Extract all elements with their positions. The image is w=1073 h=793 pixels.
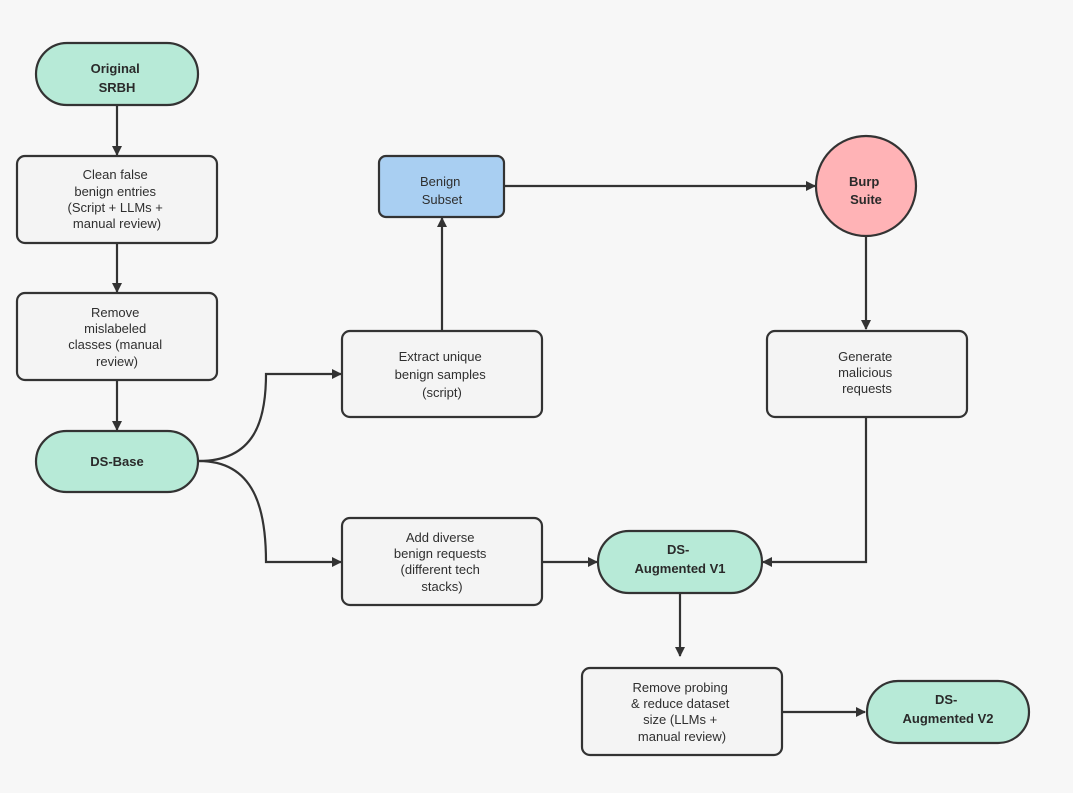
- node-ds-augmented-v1: DS- Augmented V1: [596, 529, 764, 595]
- node-remove-mislabeled-label-line-4: review): [96, 354, 138, 369]
- node-ds-augmented-v1-shape: [596, 529, 764, 595]
- node-benign-subset-label-line-2: Subset: [422, 192, 463, 207]
- node-original-srbh-label-line-1: Original: [91, 61, 140, 76]
- node-remove-probing-label-line-2: & reduce dataset: [631, 696, 730, 711]
- connectors: [112, 106, 871, 717]
- node-remove-mislabeled: Remove mislabeled classes (manual review…: [15, 291, 219, 382]
- node-add-diverse-shape: [340, 516, 544, 607]
- node-ds-base-shape: [34, 429, 200, 494]
- node-extract-unique-label-line-3: (script): [422, 385, 462, 400]
- node-ds-augmented-v1-label-line-2: Augmented V1: [634, 561, 725, 576]
- node-original-srbh: Original SRBH: [34, 41, 200, 107]
- node-extract-unique: Extract unique benign samples (script): [340, 329, 544, 419]
- node-ds-augmented-v2: DS- Augmented V2: [865, 679, 1031, 745]
- node-remove-mislabeled-label-line-3: classes (manual: [68, 337, 162, 352]
- edge-ds-base-to-add-diverse: [198, 459, 342, 567]
- node-original-srbh-label-line-2: SRBH: [99, 80, 136, 95]
- node-benign-subset: Benign Subset: [377, 154, 506, 219]
- svg-text:Extract unique benign: Extract unique benign samples (script): [395, 349, 490, 400]
- node-clean-false-benign-label-line-1: Clean false: [83, 167, 148, 182]
- node-generate-malicious: Generate malicious requests: [765, 329, 969, 419]
- svg-text:Remove probing & reduc: Remove probing & reduce dataset size (LL…: [631, 680, 733, 744]
- node-ds-augmented-v2-label-line-1: DS-: [935, 692, 957, 707]
- node-remove-probing: Remove probing & reduce dataset size (LL…: [580, 666, 784, 757]
- svg-text:DS-Base: DS-Base: [90, 454, 143, 469]
- node-clean-false-benign-label-line-3: (Script + LLMs +: [68, 200, 163, 215]
- node-burp-suite-label-line-1: Burp: [849, 174, 879, 189]
- node-add-diverse: Add diverse benign requests (different t…: [340, 516, 544, 607]
- node-add-diverse-label-line-1: Add diverse: [406, 530, 475, 545]
- svg-text:Original SRBH: Original SRBH: [91, 61, 144, 95]
- node-remove-mislabeled-label-line-2: mislabeled: [84, 321, 146, 336]
- node-burp-suite-shape: [814, 134, 918, 238]
- node-extract-unique-label-line-2: benign samples: [395, 367, 487, 382]
- svg-text:Add diverse benign req: Add diverse benign requests (different t…: [394, 530, 490, 594]
- edge-ds-base-to-extract: [198, 369, 342, 463]
- node-add-diverse-label-line-3: (different tech: [401, 562, 480, 577]
- svg-text:Burp Suite: Burp Suite: [849, 174, 883, 207]
- node-remove-probing-label-line-3: size (LLMs +: [643, 712, 717, 727]
- node-clean-false-benign-shape: [15, 154, 219, 245]
- node-extract-unique-shape: [340, 329, 544, 419]
- node-burp-suite-label-line-2: Suite: [850, 192, 882, 207]
- node-clean-false-benign-label-line-2: benign entries: [74, 184, 156, 199]
- node-ds-base: DS-Base: [34, 429, 200, 494]
- node-ds-augmented-v2-shape: [865, 679, 1031, 745]
- node-clean-false-benign-label-line-4: manual review): [73, 216, 161, 231]
- node-add-diverse-label-line-2: benign requests: [394, 546, 487, 561]
- svg-text:Remove mislabeled: Remove mislabeled classes (manual review…: [68, 305, 166, 369]
- node-benign-subset-shape: [377, 154, 506, 219]
- node-original-srbh-shape: [34, 41, 200, 107]
- node-extract-unique-label-line-1: Extract unique: [399, 349, 482, 364]
- node-remove-mislabeled-shape: [15, 291, 219, 382]
- node-generate-malicious-shape: [765, 329, 969, 419]
- node-remove-probing-shape: [580, 666, 784, 757]
- node-generate-malicious-label-line-3: requests: [842, 381, 892, 396]
- node-remove-probing-label-line-1: Remove probing: [632, 680, 727, 695]
- svg-text:DS- Augmented V2: DS- Augmented V2: [902, 692, 993, 726]
- svg-text:Benign Subset: Benign Subset: [420, 174, 464, 207]
- node-ds-augmented-v2-label-line-2: Augmented V2: [902, 711, 993, 726]
- edge-generate-to-ds-augmented-v1: [762, 418, 868, 567]
- node-generate-malicious-label-line-2: malicious: [838, 365, 893, 380]
- svg-text:DS- Augmented V1: DS- Augmented V1: [634, 542, 725, 576]
- node-benign-subset-label-line-1: Benign: [420, 174, 460, 189]
- node-clean-false-benign: Clean false benign entries (Script + LLM…: [15, 154, 219, 245]
- node-ds-base-label-line-1: DS-Base: [90, 454, 143, 469]
- svg-text:Generate malicious: Generate malicious requests: [838, 349, 896, 396]
- node-burp-suite: Burp Suite: [814, 134, 918, 238]
- node-remove-mislabeled-label-line-1: Remove: [91, 305, 139, 320]
- node-add-diverse-label-line-4: stacks): [421, 579, 462, 594]
- node-remove-probing-label-line-4: manual review): [638, 729, 726, 744]
- nodes: Original SRBH Clean false benign entries…: [15, 41, 1031, 757]
- svg-text:Clean false benign ent: Clean false benign entries (Script + LLM…: [68, 167, 167, 231]
- node-ds-augmented-v1-label-line-1: DS-: [667, 542, 689, 557]
- node-generate-malicious-label-line-1: Generate: [838, 349, 892, 364]
